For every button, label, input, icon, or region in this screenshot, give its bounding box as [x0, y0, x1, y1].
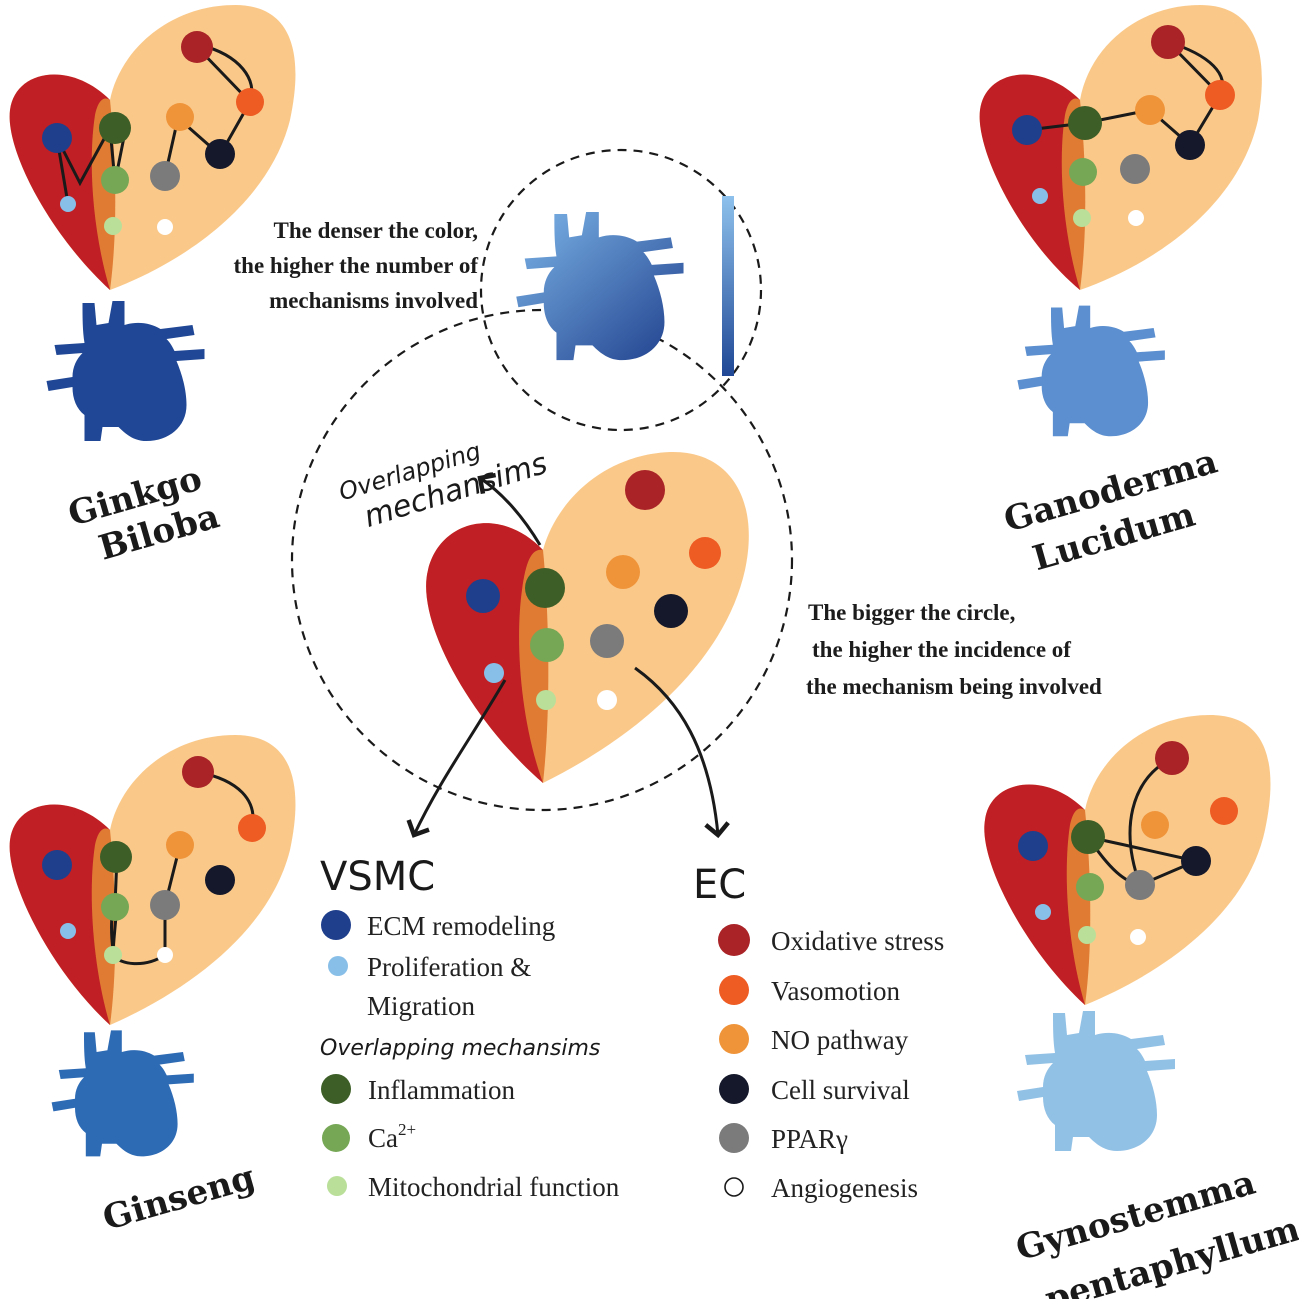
svg-text:Mitochondrial function: Mitochondrial function: [368, 1172, 620, 1202]
color-density-hint: The denser the color, the higher the num…: [234, 218, 479, 313]
svg-text:PPARγ: PPARγ: [771, 1124, 848, 1154]
svg-text:Ginseng: Ginseng: [98, 1157, 259, 1238]
legend-item-ppar: PPARγ: [719, 1123, 848, 1154]
legend-item-proliferation: Proliferation & Migration: [328, 952, 531, 1021]
svg-text:Migration: Migration: [367, 991, 475, 1021]
svg-text:The denser the color,: The denser the color,: [274, 218, 478, 243]
herb-ginkgo-panel: Ginkgo Biloba: [9, 5, 296, 569]
central-heart-circle: [290, 308, 794, 812]
ginkgo-heart-icon: [46, 301, 205, 441]
overlap-label: Overlapping mechansims: [336, 437, 552, 535]
overlap-arrow: [477, 472, 542, 546]
central-leaf-heart: [426, 451, 749, 783]
legend-item-calcium: Ca2+: [322, 1120, 416, 1153]
overlap-title: Overlapping mechansims: [320, 1036, 600, 1061]
legend-item-no-pathway: NO pathway: [719, 1024, 909, 1055]
legend-item-cell-survival: Cell survival: [719, 1074, 910, 1105]
gradient-heart-icon: [516, 211, 684, 361]
legend-item-oxidative: Oxidative stress: [718, 924, 944, 956]
vsmc-arrow: [406, 679, 507, 838]
svg-text:the mechanism being involved: the mechanism being involved: [806, 674, 1102, 699]
ec-arrow: [634, 666, 730, 839]
svg-text:the higher the incidence of: the higher the incidence of: [812, 637, 1071, 662]
svg-text:Vasomotion: Vasomotion: [771, 976, 901, 1006]
svg-text:Cell survival: Cell survival: [771, 1075, 910, 1105]
legend-heart-circle: [479, 148, 763, 432]
gynostemma-heart-icon: [1017, 1011, 1175, 1151]
ginseng-heart-icon: [51, 1030, 194, 1157]
svg-text:The bigger the circle,: The bigger the circle,: [808, 600, 1015, 625]
legend-item-vasomotion: Vasomotion: [719, 975, 901, 1006]
ganoderma-heart-icon: [1017, 305, 1165, 437]
legend-item-inflammation: Inflammation: [321, 1074, 515, 1105]
svg-text:the higher the number of: the higher the number of: [234, 253, 479, 278]
legend-item-ecm: ECM remodeling: [321, 910, 555, 941]
svg-text:Ca2+: Ca2+: [368, 1120, 416, 1153]
legend: VSMC EC ECM remodeling Proliferation & M…: [320, 854, 944, 1203]
ec-title: EC: [693, 862, 746, 908]
svg-text:NO pathway: NO pathway: [771, 1025, 909, 1055]
density-scale-bar: [722, 196, 734, 376]
svg-text:mechanisms involved: mechanisms involved: [269, 288, 478, 313]
svg-text:Oxidative stress: Oxidative stress: [771, 926, 944, 956]
herb-gynostemma-panel: Gynostemma pentaphyllum: [984, 715, 1299, 1299]
herb-ganoderma-panel: Ganoderma Lucidum: [979, 5, 1262, 579]
svg-text:Inflammation: Inflammation: [368, 1075, 515, 1105]
legend-item-mitochondrial: Mitochondrial function: [327, 1172, 620, 1202]
svg-text:Proliferation &: Proliferation &: [367, 952, 531, 982]
herb-ginseng-panel: Ginseng: [9, 735, 296, 1239]
vsmc-title: VSMC: [320, 854, 435, 900]
circle-size-hint: The bigger the circle, the higher the in…: [806, 600, 1102, 699]
legend-item-angiogenesis: Angiogenesis: [724, 1173, 918, 1203]
svg-text:Angiogenesis: Angiogenesis: [771, 1173, 918, 1203]
svg-text:ECM remodeling: ECM remodeling: [367, 911, 555, 941]
